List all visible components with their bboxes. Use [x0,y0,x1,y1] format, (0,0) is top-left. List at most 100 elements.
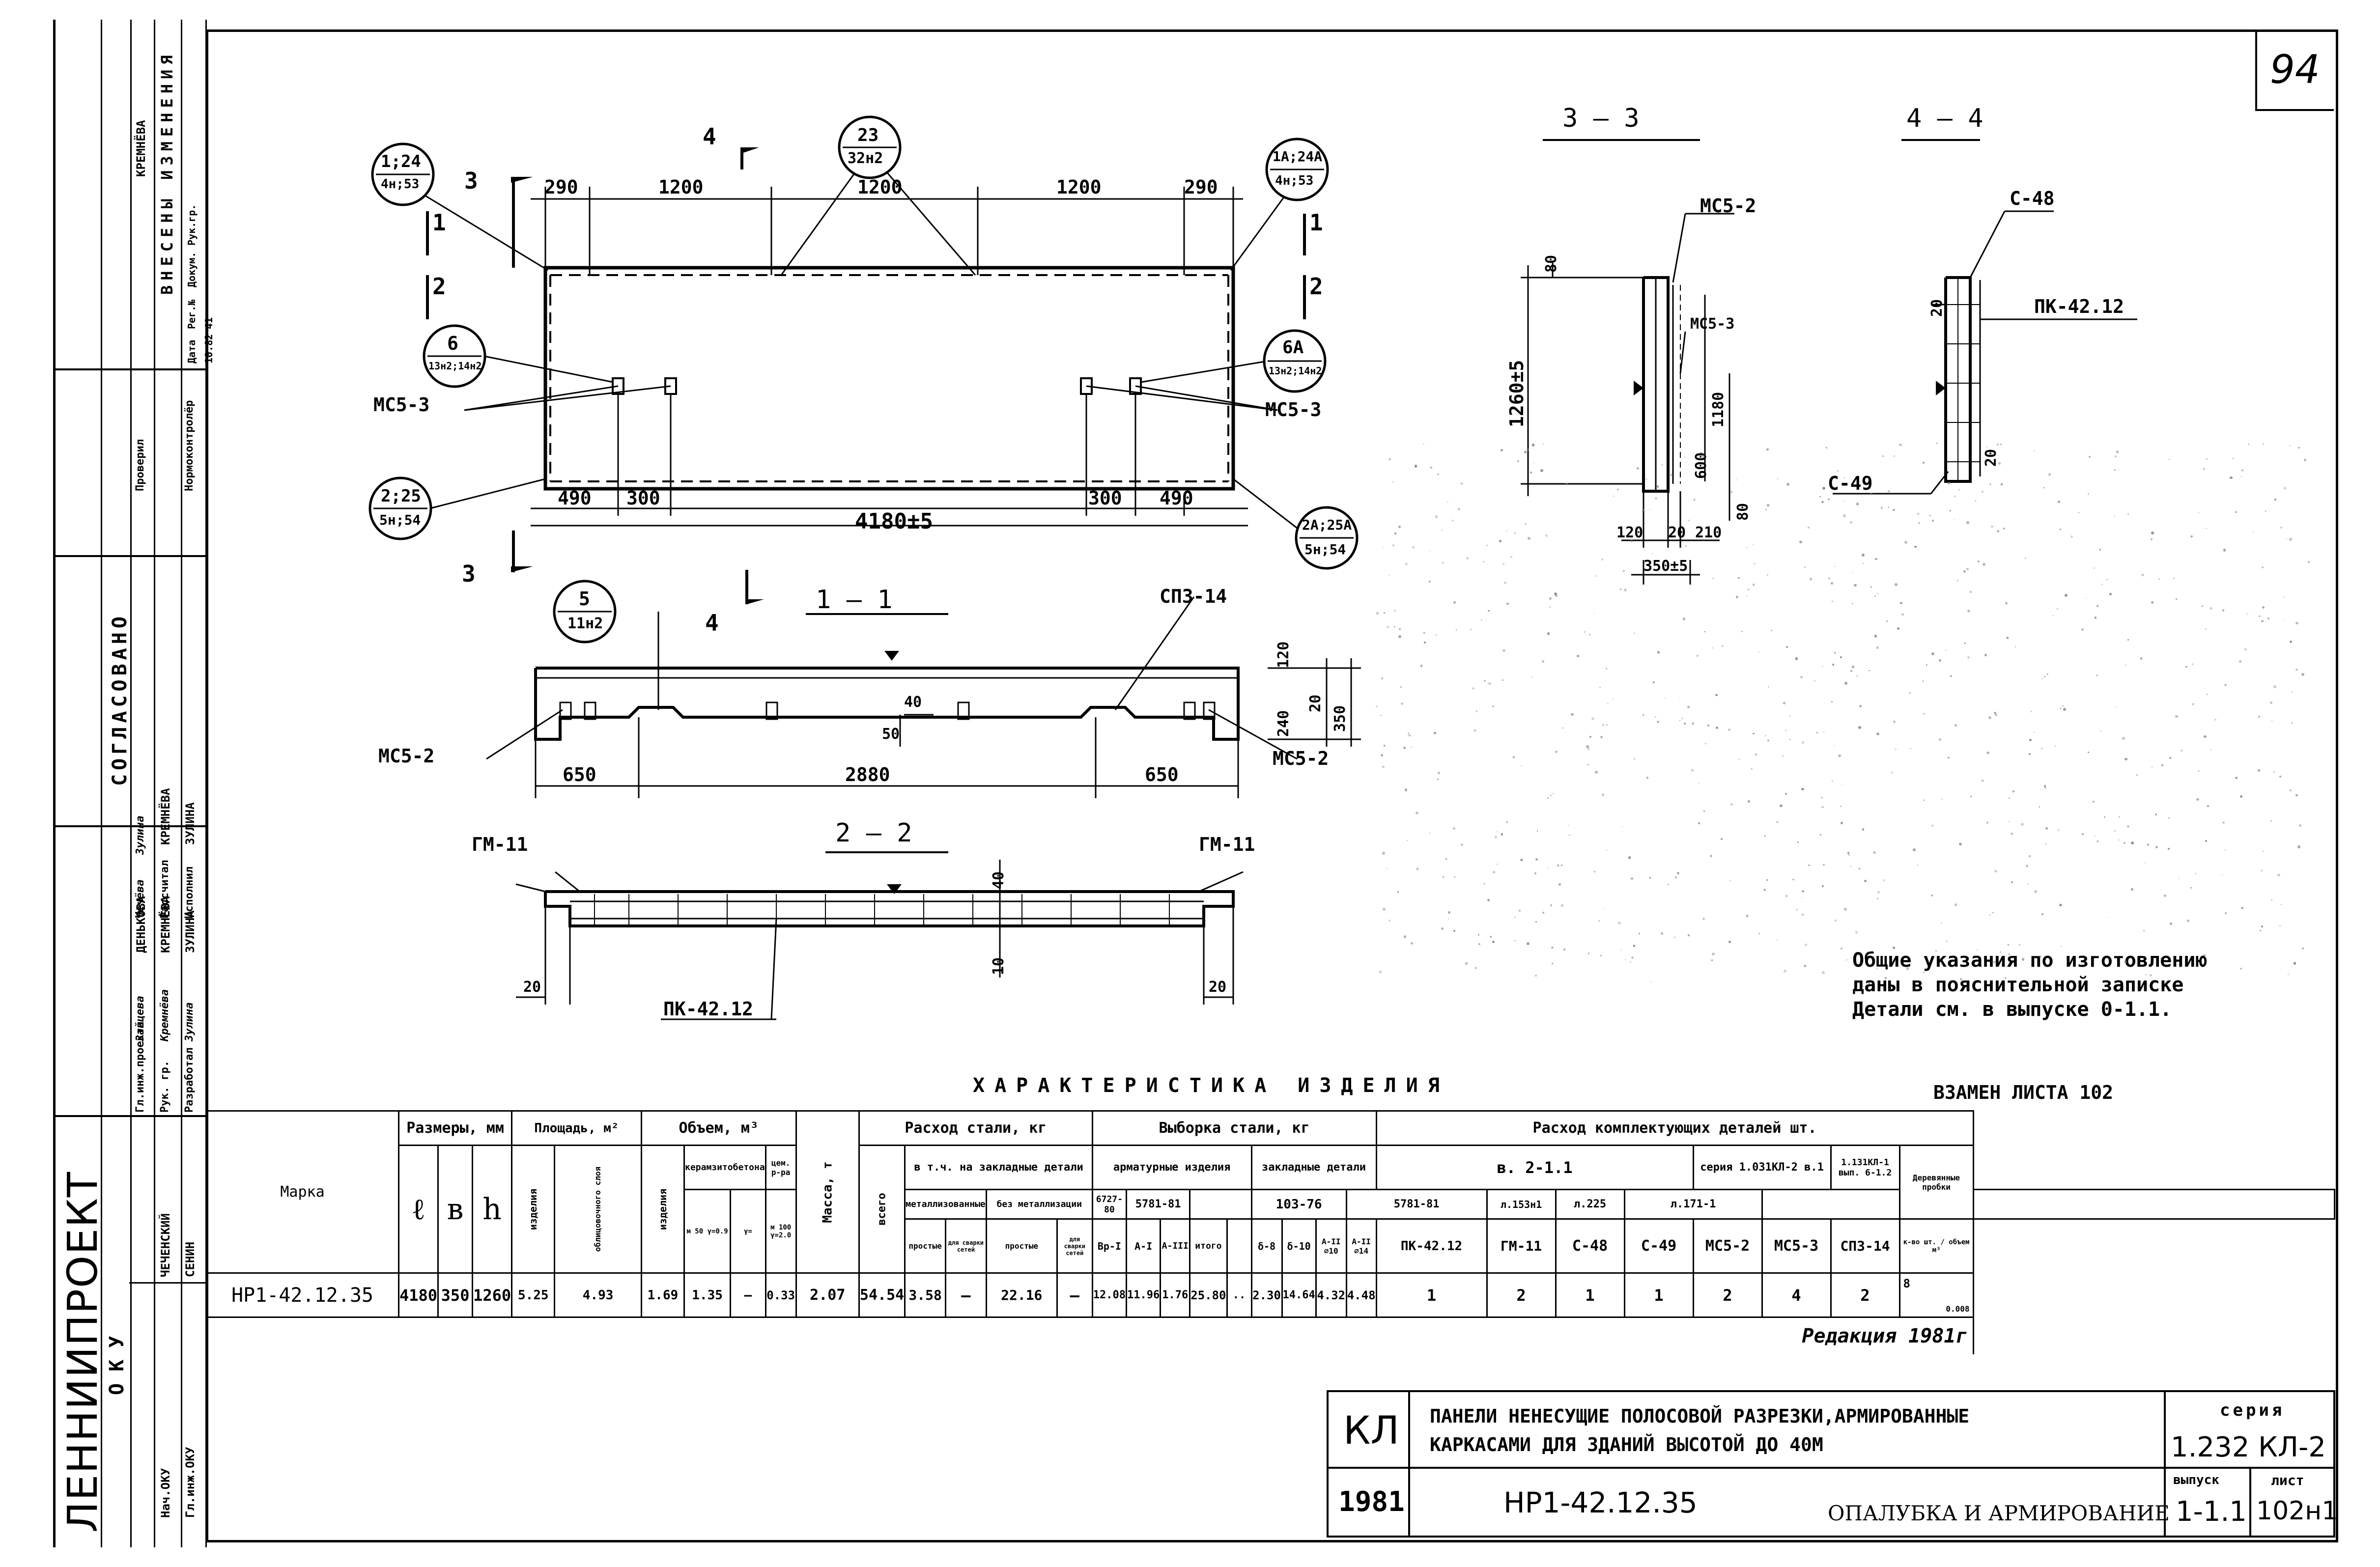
row-rt: 25.80 [1189,1272,1228,1318]
speckle [1850,521,1853,524]
speckle [1576,654,1579,657]
speckle [1846,959,1847,961]
speckle [1403,935,1407,938]
callout-2-bottom: 5н;54 [379,512,421,528]
speckle [1501,833,1503,836]
speckle [1525,523,1527,525]
speckle [1795,657,1798,660]
speckle [1832,663,1834,666]
speckle [1613,496,1614,497]
section-33-height: 1260±5 [1506,360,1528,427]
speckle [1602,724,1605,727]
section-11-dim-2: 2880 [845,764,890,785]
speckle [2027,883,2029,885]
col-part-1: ПК-42.12 [1375,1218,1488,1274]
speckle [1465,962,1468,965]
speckle [1831,700,1833,702]
speckle [1923,461,1925,464]
speckle [2292,692,2293,693]
speckle [1722,644,1724,647]
speckle [1591,717,1595,721]
speckle [2181,750,2182,752]
callout-5-bottom: 11н2 [567,615,603,632]
speckle [1840,656,1842,659]
speckle [1854,584,1857,587]
speckle [1954,496,1955,497]
speckle [1891,772,1893,774]
speckle [2000,444,2002,445]
speckle [2192,703,2194,705]
speckle [2114,516,2115,517]
col-e3: А-II ∅10 [1315,1218,1347,1274]
note-line-2: даны в пояснительной записке [1852,974,2184,996]
col-l: ℓ [397,1145,439,1274]
speckle [1657,721,1660,724]
speckle [1948,756,1950,759]
speckle [1815,731,1818,734]
section-11-vdim-4: 350 [1332,705,1349,732]
speckle [1696,654,1699,657]
speckle [1496,831,1498,833]
speckle [2101,584,2102,585]
speckle [2190,887,2192,889]
col-gost-b: 5781-81 [1126,1189,1191,1220]
speckle [2048,473,2051,476]
page-number-box: 94 [2255,30,2334,111]
speckle [1557,865,1559,867]
speckle [1874,635,1877,638]
speckle [1870,493,1873,496]
row-nonmetal-simple: 22.16 [985,1272,1058,1318]
speckle [2206,528,2207,530]
speckle [1698,783,1699,784]
speckle [1986,446,1988,448]
speckle [1687,706,1690,709]
row-p1: 1 [1375,1272,1488,1318]
col-nonmetal-spec: для сварки сетей [1056,1218,1093,1274]
speckle [2273,771,2275,773]
speckle [1703,811,1705,812]
speckle [1550,606,1551,608]
speckle [2147,843,2149,846]
speckle [1874,595,1876,597]
col-sub-c [1972,1189,2336,1220]
speckle [1923,713,1925,715]
speckle [2061,945,2062,947]
speckle [1606,849,1608,851]
speckle [1470,629,1472,630]
speckle [1381,677,1384,679]
section-44-d20-top: 20 [1928,299,1946,317]
panel-plan-outline [543,266,1235,491]
speckle [1397,891,1399,893]
speckle [2222,821,2225,824]
speckle [1990,525,1993,528]
speckle [1594,575,1597,577]
speckle [1993,711,1997,715]
callout-23-bottom: 32н2 [848,150,883,167]
speckle [1512,756,1515,758]
speckle [2057,829,2060,832]
speckle [1869,951,1870,953]
speckle [1483,561,1484,562]
row-l: 4180 [397,1272,439,1318]
speckle [1728,940,1731,943]
callout-1-top: 1;24 [381,152,421,171]
speckle [2130,888,2133,891]
speckle [1747,595,1748,597]
speckle [1536,830,1538,832]
plan-dim-5: 290 [1184,176,1218,198]
speckle [1766,879,1768,881]
speckle [2034,890,2038,894]
col-area-face: облицовочного слоя [554,1145,642,1274]
speckle [1551,962,1553,964]
plan-dim-4: 1200 [1056,176,1102,198]
speckle [2257,769,2260,772]
col-vol-sub-1: м 50 γ=0.9 [683,1189,732,1274]
speckle [1682,617,1686,621]
tb-sheet-value: 102н1 [2256,1496,2338,1526]
speckle [2239,795,2242,798]
speckle [1820,796,1823,799]
speckle [1655,497,1657,500]
col-h: h [472,1145,513,1274]
speckle [2000,483,2003,486]
plan-dim-2: 1200 [658,176,704,198]
